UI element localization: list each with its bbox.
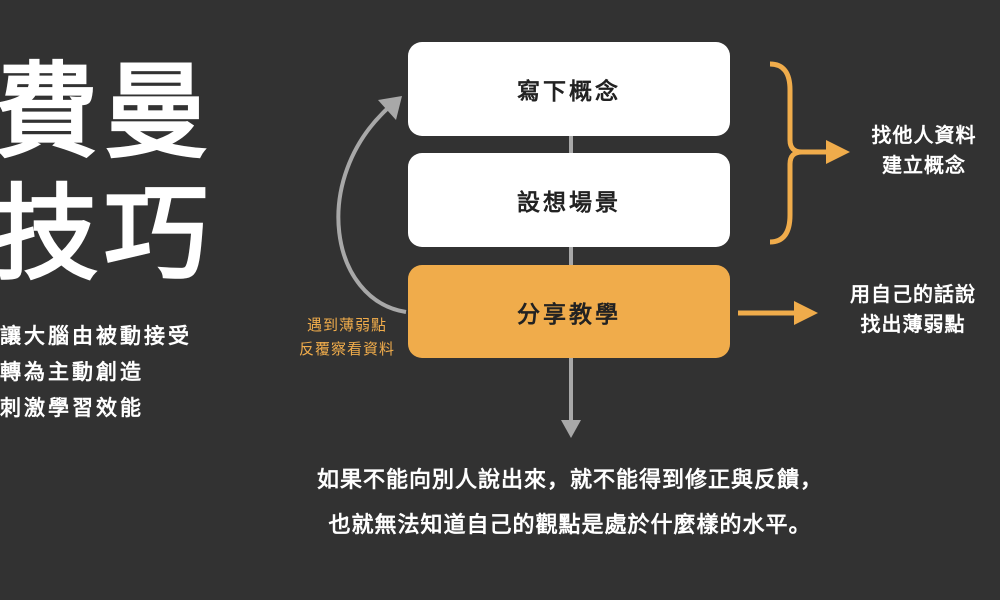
step-write-concept: 寫下概念 <box>408 42 730 136</box>
side-note-bottom-line-2: 找出薄弱點 <box>860 312 966 336</box>
subtitle-line-2: 轉為主動創造 <box>0 360 144 384</box>
subtitle-line-1: 讓大腦由被動接受 <box>0 324 192 348</box>
title-line-1: 費曼 <box>0 50 215 173</box>
quote-line-2: 也就無法知道自己的觀點是處於什麼樣的水平。 <box>328 512 812 538</box>
teach-arrowhead <box>794 301 818 325</box>
bracket-arrowhead <box>826 140 850 164</box>
loop-note-line-2: 反覆察看資料 <box>298 340 395 358</box>
subtitle-line-3: 刺激學習效能 <box>0 396 144 420</box>
title-line-2: 技巧 <box>0 172 215 295</box>
loop-note-line-1: 遇到薄弱點 <box>306 316 387 334</box>
bracket <box>769 61 803 245</box>
loop-note: 遇到薄弱點 反覆察看資料 <box>288 313 406 361</box>
side-note-bottom: 用自己的話說 找出薄弱點 <box>828 279 998 339</box>
step-share-teach: 分享教學 <box>408 265 730 358</box>
loop-arrow <box>336 106 407 314</box>
side-note-top-line-2: 建立概念 <box>882 153 966 177</box>
step-imagine-scenario: 設想場景 <box>408 153 730 247</box>
loop-arrowhead <box>378 96 402 120</box>
side-note-top: 找他人資料 建立概念 <box>850 120 998 180</box>
side-note-bottom-line-1: 用自己的話說 <box>850 282 976 306</box>
quote-line-1: 如果不能向別人說出來，就不能得到修正與反饋， <box>316 467 823 493</box>
side-note-top-line-1: 找他人資料 <box>871 123 977 147</box>
down-arrowhead <box>561 420 581 438</box>
